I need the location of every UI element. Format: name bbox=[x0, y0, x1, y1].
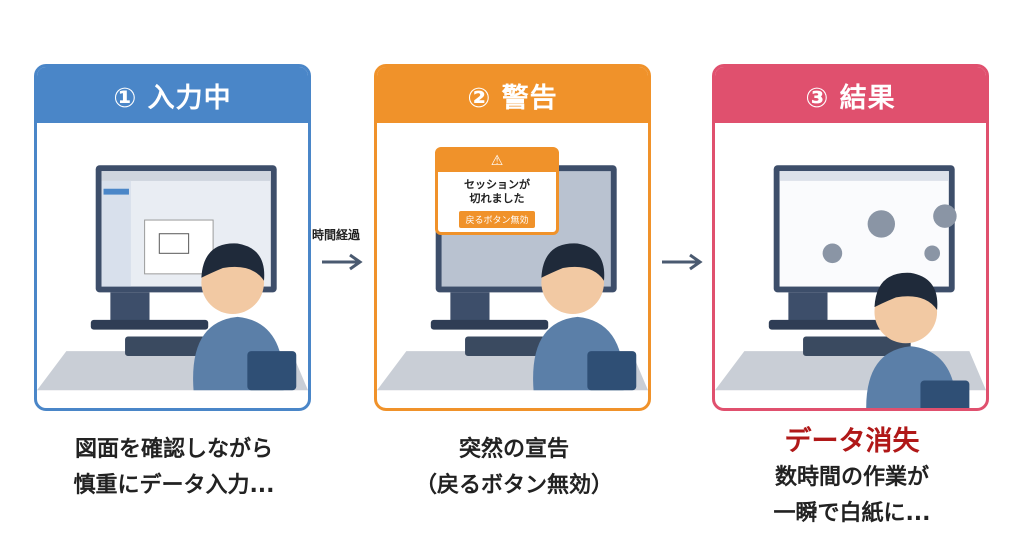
time-elapsed-label: 時間経過 bbox=[312, 228, 361, 242]
caption-line: 数時間の作業が bbox=[774, 465, 929, 490]
caption-line: 慎重にデータ入力... bbox=[73, 473, 275, 498]
back-disabled-button[interactable]: 戻るボタン無効 bbox=[459, 211, 535, 228]
caption-line: 突然の宣告 bbox=[458, 437, 569, 462]
panel-title: ③ 結果 bbox=[715, 67, 986, 123]
result-illustration bbox=[715, 165, 986, 408]
caption-line: （戻るボタン無効） bbox=[414, 473, 613, 498]
panel-warning: ② 警告 ⚠ セッションが切れました 戻るボタン無効 bbox=[374, 64, 651, 411]
dialog-message: セッションが bbox=[464, 178, 530, 191]
panel-title: ② 警告 bbox=[377, 67, 648, 123]
smoke-icon bbox=[822, 204, 957, 264]
panel-title: ① 入力中 bbox=[37, 67, 308, 123]
caption-typing: 図面を確認しながら 慎重にデータ入力... bbox=[34, 432, 314, 504]
caption-warning: 突然の宣告 （戻るボタン無効） bbox=[374, 432, 654, 504]
caption-line: 一瞬で白紙に... bbox=[773, 501, 931, 526]
warning-icon: ⚠ bbox=[438, 150, 556, 172]
caption-title: データ消失 bbox=[784, 426, 920, 457]
arrow-right-icon bbox=[322, 253, 363, 271]
typing-illustration bbox=[37, 165, 308, 391]
caption-line: 図面を確認しながら bbox=[74, 437, 273, 462]
panel-result: ③ 結果 bbox=[712, 64, 989, 411]
caption-result: データ消失 数時間の作業が 一瞬で白紙に... bbox=[712, 424, 992, 532]
session-expired-dialog: ⚠ セッションが切れました 戻るボタン無効 bbox=[435, 147, 559, 235]
panel-typing: ① 入力中 bbox=[34, 64, 311, 411]
dialog-message-2: 切れました bbox=[469, 192, 525, 205]
arrow-right-icon bbox=[662, 253, 703, 271]
